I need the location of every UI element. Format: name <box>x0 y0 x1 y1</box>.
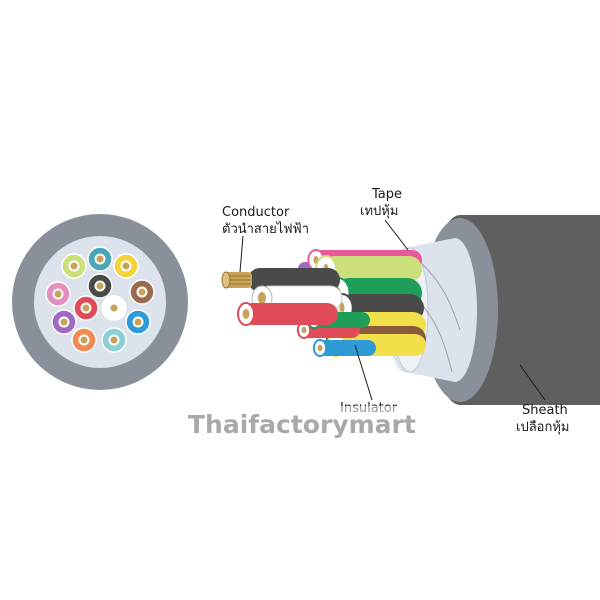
cable-core-conductor <box>301 326 307 334</box>
core-conductor <box>110 304 118 312</box>
cross-section-core <box>113 253 139 279</box>
core-conductor <box>96 255 104 263</box>
cross-section-core <box>87 273 113 299</box>
cable-core-conductor <box>339 302 345 314</box>
core-conductor <box>82 304 90 312</box>
core-conductor <box>134 318 142 326</box>
cross-section-core <box>87 246 113 272</box>
tape-label: Tape <box>371 187 402 202</box>
tape-leader <box>384 219 409 251</box>
cable-core-conductor <box>317 344 323 352</box>
red-core-body <box>242 303 338 325</box>
core-conductor <box>80 336 88 344</box>
cross-section-core <box>129 279 155 305</box>
cross-section-core <box>45 281 71 307</box>
core-conductor <box>122 262 130 270</box>
conductor-leader <box>239 235 244 273</box>
cross-section-core <box>101 327 127 353</box>
cable-perspective <box>221 215 600 405</box>
core-conductor <box>60 318 68 326</box>
cross-section-core <box>125 309 151 335</box>
core-conductor <box>96 282 104 290</box>
cable-core-body <box>322 256 422 282</box>
core-conductor <box>70 262 78 270</box>
cross-section-core <box>61 253 87 279</box>
tape-wrap-line <box>419 261 461 331</box>
cross-section-core <box>51 309 77 335</box>
cable-core-body <box>316 340 376 356</box>
cross-section-cores <box>45 246 155 353</box>
watermark-text: Thaifactorymart <box>188 410 416 439</box>
white-core-conductor <box>258 292 266 304</box>
watermark-backdrop <box>185 406 417 440</box>
copper-end <box>221 271 231 289</box>
core-conductor <box>54 290 62 298</box>
sheath-label-th: เปลือกหุ้ม <box>516 419 569 435</box>
insulator-leader <box>354 344 373 401</box>
cable-cross-section <box>12 214 188 390</box>
core-conductor <box>110 336 118 344</box>
conductor-label: Conductor <box>222 205 290 220</box>
red-core-conductor <box>242 309 250 319</box>
conductor-label-th: ตัวนำสายไฟฟ้า <box>222 221 309 237</box>
core-conductor <box>138 288 146 296</box>
sheath-label: Sheath <box>522 403 568 418</box>
cross-section-core <box>73 295 99 321</box>
tape-label-th: เทปหุ้ม <box>360 204 398 219</box>
sheath-leader <box>519 364 546 401</box>
cable-core <box>312 339 376 357</box>
red-core <box>237 302 338 326</box>
cross-section-core <box>101 295 127 321</box>
cross-section-core <box>71 327 97 353</box>
